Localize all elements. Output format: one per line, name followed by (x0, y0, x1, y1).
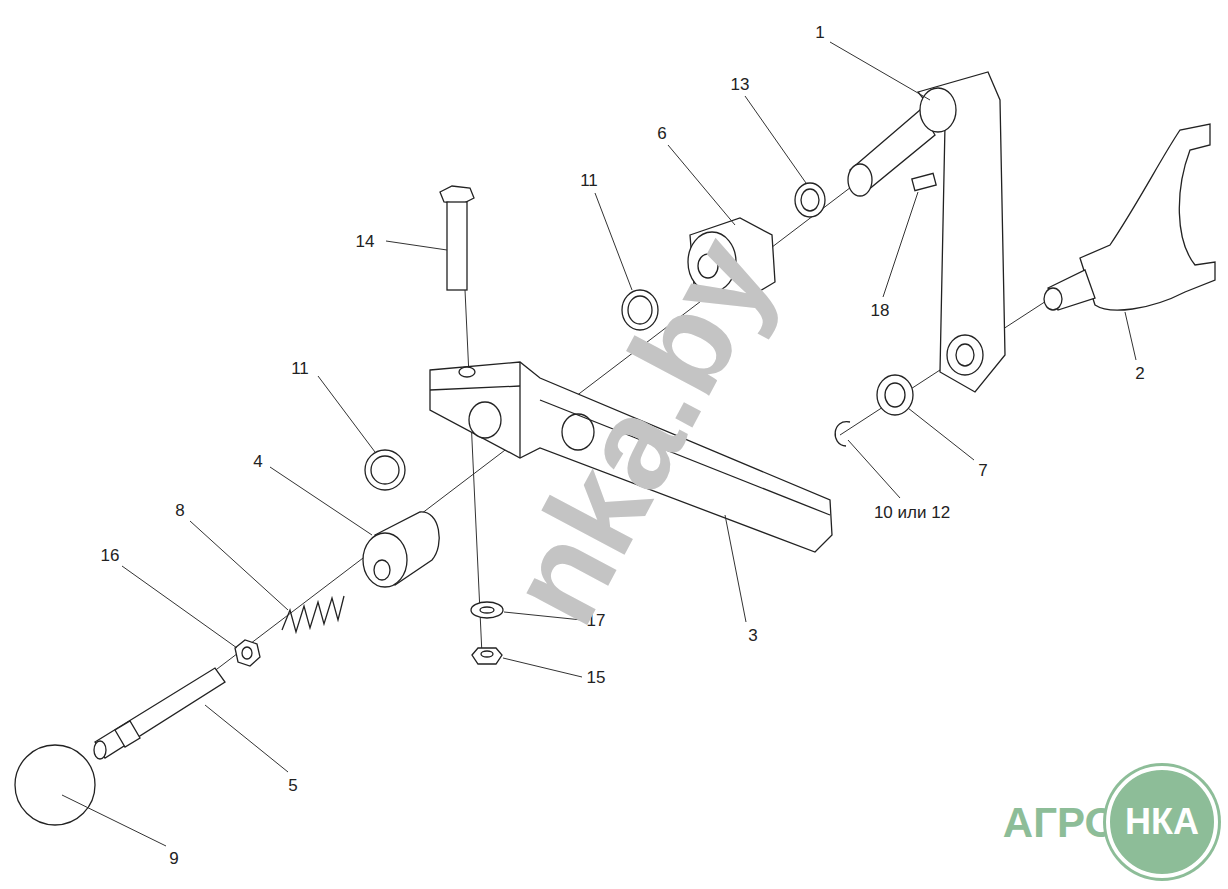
part-drawing (471, 602, 503, 618)
leader-line (62, 42, 1136, 846)
callout-number: 2 (1135, 365, 1144, 382)
part-drawing (95, 668, 225, 758)
leader-line (205, 705, 288, 772)
part-drawing (282, 596, 344, 632)
leader-line (386, 241, 447, 250)
callout-number: 15 (587, 669, 606, 686)
leader-line (62, 795, 166, 846)
part-drawing (235, 640, 260, 666)
axis-line (100, 165, 880, 758)
leader-line (745, 96, 806, 183)
part-drawing (918, 72, 1005, 392)
leader-line (908, 408, 974, 460)
part-drawing (956, 344, 974, 366)
callout-number: 1 (815, 24, 824, 41)
callout-number: 3 (748, 627, 757, 644)
leader-line (1125, 312, 1136, 360)
leader-line (190, 521, 288, 610)
part-drawing (480, 607, 494, 613)
logo-circle: НКА (1106, 766, 1218, 878)
part-drawing (15, 745, 95, 825)
part-drawing (848, 164, 872, 196)
callout-number: 10 или 12 (874, 504, 950, 521)
leader-line (883, 192, 918, 297)
callout-number: 14 (356, 233, 375, 250)
part-drawing (430, 386, 520, 390)
part-drawing (371, 456, 399, 484)
part-drawing (365, 450, 405, 490)
part-drawing (94, 741, 106, 759)
part-drawing (242, 647, 252, 659)
leader-line (830, 42, 930, 100)
callout-number: 11 (291, 360, 309, 377)
callout-number: 11 (580, 172, 598, 189)
callout-number: 5 (288, 777, 297, 794)
part-drawing (519, 362, 520, 458)
callout-number: 8 (175, 502, 184, 519)
callout-number: 16 (101, 547, 120, 564)
part-drawing (469, 402, 501, 438)
callout-number: 4 (253, 453, 262, 470)
part-drawing (920, 88, 956, 132)
logo-text: АГРО (1003, 802, 1117, 844)
part-drawing (1080, 124, 1215, 310)
part-drawing (1044, 288, 1062, 310)
part-drawing (447, 202, 467, 290)
axis-line (100, 165, 1060, 758)
part-drawing (885, 383, 905, 407)
callout-number: 7 (978, 462, 987, 479)
part-drawing (795, 183, 825, 217)
leader-line (848, 440, 900, 498)
part-drawing (459, 367, 475, 377)
part-drawing (877, 375, 913, 415)
part-drawing (440, 186, 474, 204)
part-drawing (481, 651, 493, 657)
leader-line (122, 566, 237, 648)
part-drawing (947, 335, 983, 375)
part-drawing (472, 648, 502, 664)
logo-text: НКА (1125, 804, 1199, 840)
callout-number: 6 (657, 125, 666, 142)
part-drawing (115, 721, 140, 747)
leader-line (318, 376, 375, 452)
part-drawing (374, 560, 390, 580)
part-drawing (363, 533, 407, 587)
leader-line (595, 193, 632, 290)
part-drawing (15, 72, 1215, 825)
part-drawing (801, 189, 819, 211)
callout-number: 13 (731, 76, 750, 93)
axis-line (465, 290, 482, 655)
part-drawing (835, 422, 850, 446)
leader-line (725, 515, 746, 622)
leader-line (503, 658, 582, 677)
callout-number: 18 (871, 302, 890, 319)
leader-line (668, 145, 735, 225)
callout-number: 9 (169, 850, 178, 867)
part-drawing (912, 173, 936, 190)
leader-line (270, 467, 372, 535)
